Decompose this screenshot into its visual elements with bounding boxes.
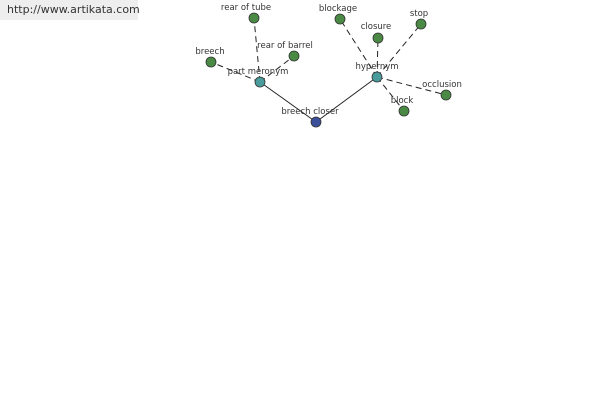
node-label: closure bbox=[361, 22, 392, 32]
edge-hypernym-blockage bbox=[339, 18, 378, 78]
edge-center-part-meronym bbox=[259, 81, 317, 123]
node-breech-closer[interactable]: breech closer bbox=[281, 107, 339, 128]
node-circle[interactable] bbox=[372, 32, 384, 44]
node-circle[interactable] bbox=[248, 12, 260, 24]
edge-hypernym-block bbox=[376, 76, 405, 112]
edge-part-meronym-breech bbox=[210, 61, 261, 83]
node-circle[interactable] bbox=[310, 116, 322, 128]
graph-nodes: breech closer part meronym hypernym bree… bbox=[195, 3, 462, 128]
node-circle[interactable] bbox=[334, 13, 346, 25]
node-label: breech closer bbox=[281, 107, 339, 117]
node-circle[interactable] bbox=[440, 89, 452, 101]
edge-center-hypernym bbox=[315, 76, 378, 123]
node-breech[interactable]: breech bbox=[195, 47, 225, 68]
node-label: hypernym bbox=[355, 62, 398, 72]
node-rear-of-barrel[interactable]: rear of barrel bbox=[257, 41, 313, 62]
edge-part-meronym-rear-of-barrel bbox=[259, 55, 295, 83]
node-stop[interactable]: stop bbox=[410, 9, 428, 30]
node-circle[interactable] bbox=[415, 18, 427, 30]
node-rear-of-tube[interactable]: rear of tube bbox=[221, 3, 271, 24]
site-url-link[interactable]: http://www.artikata.com bbox=[0, 0, 140, 20]
node-label: block bbox=[391, 96, 414, 106]
node-label: occlusion bbox=[422, 80, 462, 90]
edge-part-meronym-rear-of-tube bbox=[253, 17, 261, 83]
node-circle[interactable] bbox=[398, 105, 410, 117]
node-label: rear of tube bbox=[221, 3, 271, 13]
node-closure[interactable]: closure bbox=[361, 22, 392, 44]
edge-hypernym-closure bbox=[376, 37, 379, 78]
node-circle[interactable] bbox=[371, 71, 383, 83]
node-label: breech bbox=[195, 47, 224, 57]
graph-edges bbox=[210, 17, 447, 123]
node-circle[interactable] bbox=[254, 76, 266, 88]
node-part-meronym[interactable]: part meronym bbox=[228, 67, 289, 88]
node-label: part meronym bbox=[228, 67, 289, 77]
node-label: blockage bbox=[319, 4, 357, 14]
node-circle[interactable] bbox=[288, 50, 300, 62]
node-circle[interactable] bbox=[205, 56, 217, 68]
node-blockage[interactable]: blockage bbox=[319, 4, 357, 25]
node-occlusion[interactable]: occlusion bbox=[422, 80, 462, 101]
node-block[interactable]: block bbox=[391, 96, 414, 117]
node-label: rear of barrel bbox=[257, 41, 313, 51]
edge-hypernym-occlusion bbox=[376, 76, 447, 96]
edge-hypernym-stop bbox=[376, 23, 422, 78]
node-hypernym[interactable]: hypernym bbox=[355, 62, 399, 83]
node-label: stop bbox=[410, 9, 428, 19]
